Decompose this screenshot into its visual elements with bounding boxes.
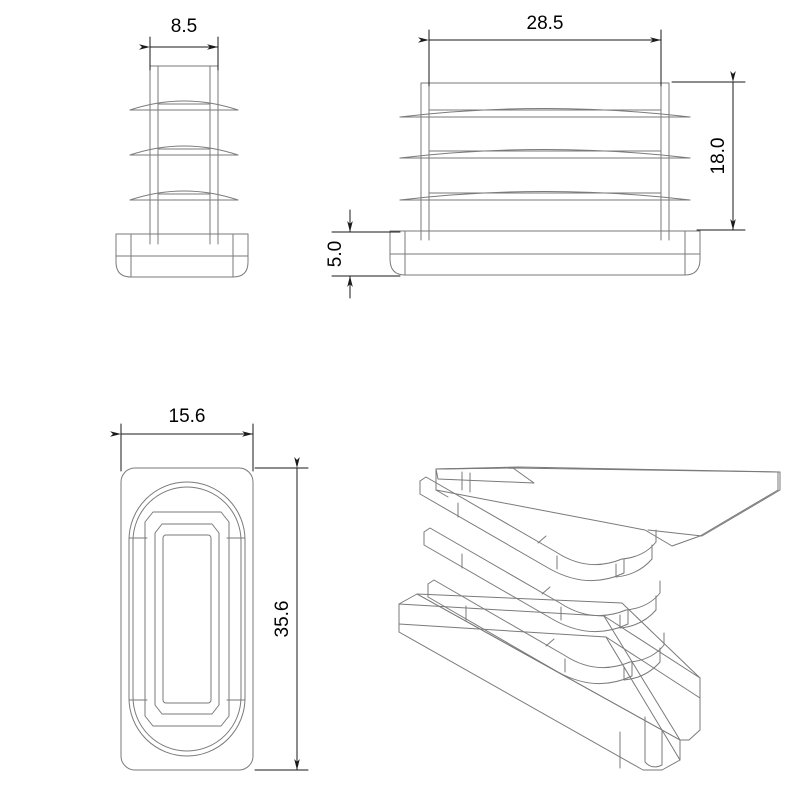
iso-fin-2 bbox=[423, 527, 661, 633]
plan-fin-tangents bbox=[128, 537, 246, 701]
wide-fin-stems bbox=[420, 82, 670, 241]
dimension-label-5-0: 5.0 bbox=[325, 241, 346, 267]
dimension-5-0 bbox=[331, 209, 401, 299]
dimension-18-0 bbox=[671, 71, 746, 231]
narrow-fin-1 bbox=[129, 100, 239, 111]
iso-fin-3 bbox=[427, 579, 665, 685]
wide-fin-2 bbox=[399, 149, 691, 159]
narrow-base-flange bbox=[115, 233, 249, 278]
dimension-label-18-0: 18.0 bbox=[708, 138, 729, 175]
dimension-label-15-6: 15.6 bbox=[169, 406, 206, 427]
plan-inner-rects bbox=[144, 511, 230, 727]
view-side-wide bbox=[331, 29, 746, 299]
iso-base-flange bbox=[398, 593, 701, 771]
view-top-plan bbox=[110, 423, 309, 771]
wide-fin-1 bbox=[399, 108, 691, 118]
dimension-8-5 bbox=[139, 36, 219, 71]
dimension-28-5 bbox=[418, 29, 662, 87]
dimension-15-6 bbox=[110, 423, 254, 472]
iso-top-rim bbox=[435, 467, 779, 547]
wide-base-flange bbox=[389, 230, 701, 276]
dimension-35-6 bbox=[254, 457, 309, 771]
view-isometric bbox=[398, 466, 781, 771]
narrow-fin-3 bbox=[129, 190, 239, 201]
narrow-fin-2 bbox=[129, 145, 239, 156]
wide-fin-3 bbox=[399, 191, 691, 201]
iso-body-outline bbox=[435, 466, 781, 537]
plan-oval-outer bbox=[128, 481, 246, 757]
iso-fin-1 bbox=[419, 476, 657, 582]
dimension-label-28-5: 28.5 bbox=[527, 13, 564, 34]
dimension-label-8-5: 8.5 bbox=[171, 16, 197, 37]
dimension-label-35-6: 35.6 bbox=[272, 601, 293, 638]
plan-outer-flange bbox=[120, 467, 254, 771]
view-side-narrow bbox=[115, 36, 249, 278]
